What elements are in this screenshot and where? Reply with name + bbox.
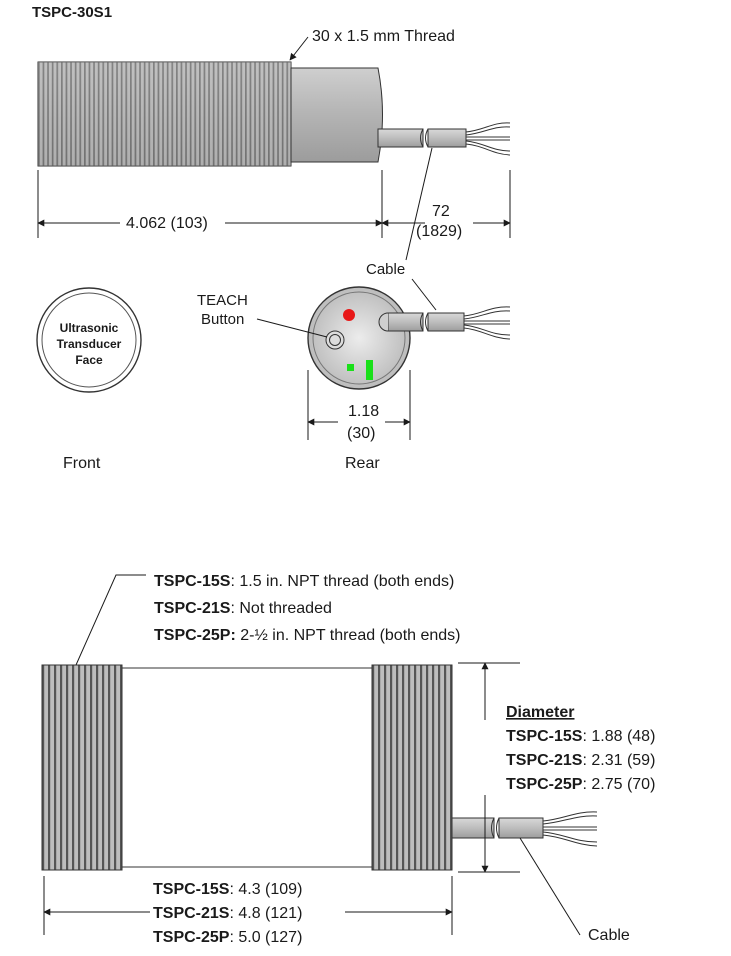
face-label-2: Transducer [57, 337, 122, 351]
cable-leader-side [405, 147, 433, 261]
length-15s: TSPC-15S: 4.3 (109) [153, 881, 302, 898]
cable-label-top: Cable [366, 261, 405, 278]
length-dimension [37, 170, 511, 238]
sensor-body [290, 67, 383, 163]
diameter-25p: TSPC-25P: 2.75 (70) [506, 776, 655, 793]
rear-housing [307, 286, 411, 390]
face-label-3: Face [75, 353, 103, 367]
diameter-table: Diameter TSPC-15S: 1.88 (48) TSPC-21S: 2… [506, 704, 655, 793]
transducer-face-outer [36, 287, 142, 393]
rear-cable-stub [387, 312, 424, 332]
transducer-face-inner [41, 292, 137, 388]
teach-label-2: Button [201, 311, 244, 328]
red-led [343, 309, 355, 321]
cable-label-bottom: Cable [588, 927, 630, 944]
diameter-dimension [458, 662, 520, 873]
right-thread [371, 664, 453, 871]
model-title: TSPC-30S1 [32, 4, 112, 21]
front-view-label: Front [63, 455, 101, 472]
thread-note: 30 x 1.5 mm Thread [312, 28, 455, 45]
teach-leader [256, 318, 328, 338]
rear-view-label: Rear [345, 455, 380, 472]
pipe-housing [41, 664, 598, 871]
cable-leader-bottom [519, 837, 581, 936]
length-dimension-label: 4.062 (103) [126, 215, 208, 232]
cable-jacket [427, 128, 467, 148]
cable-length-mm: (1829) [416, 223, 462, 240]
pipe-length-dimension [43, 876, 453, 935]
rear-diameter-mm: (30) [347, 425, 375, 442]
rear-diameter-dimension [307, 370, 411, 440]
rear-view [307, 286, 511, 390]
length-table: TSPC-15S: 4.3 (109) TSPC-21S: 4.8 (121) … [153, 881, 302, 946]
cable-stub [377, 128, 424, 148]
pipe-cable-stub [451, 817, 495, 839]
thread-note-21s: TSPC-21S: Not threaded [154, 600, 332, 617]
cable-length-inches: 72 [432, 203, 450, 220]
length-25p: TSPC-25P: 5.0 (127) [153, 929, 302, 946]
teach-label-1: TEACH [197, 292, 248, 309]
green-led-bar [366, 360, 373, 380]
diameter-title: Diameter [506, 704, 574, 721]
cable-leader-rear [411, 278, 437, 311]
thread-leader [289, 36, 309, 61]
sensor-side-view [37, 61, 511, 167]
diameter-21s: TSPC-21S: 2.31 (59) [506, 752, 655, 769]
front-view: Ultrasonic Transducer Face [36, 287, 142, 393]
face-label-1: Ultrasonic [60, 321, 119, 335]
thread-notes: TSPC-15S: 1.5 in. NPT thread (both ends)… [154, 573, 461, 644]
thread-note-25p: TSPC-25P: 2-½ in. NPT thread (both ends) [154, 627, 461, 644]
teach-button [325, 330, 345, 350]
length-21s: TSPC-21S: 4.8 (121) [153, 905, 302, 922]
thread-note-15s: TSPC-15S: 1.5 in. NPT thread (both ends) [154, 573, 454, 590]
cable-wires [465, 122, 511, 156]
green-led-small [347, 364, 354, 371]
diameter-15s: TSPC-15S: 1.88 (48) [506, 728, 655, 745]
left-thread [41, 664, 123, 871]
thread-leader-bottom [75, 574, 146, 666]
rear-diameter-inches: 1.18 [348, 403, 379, 420]
pipe-body [121, 667, 373, 868]
